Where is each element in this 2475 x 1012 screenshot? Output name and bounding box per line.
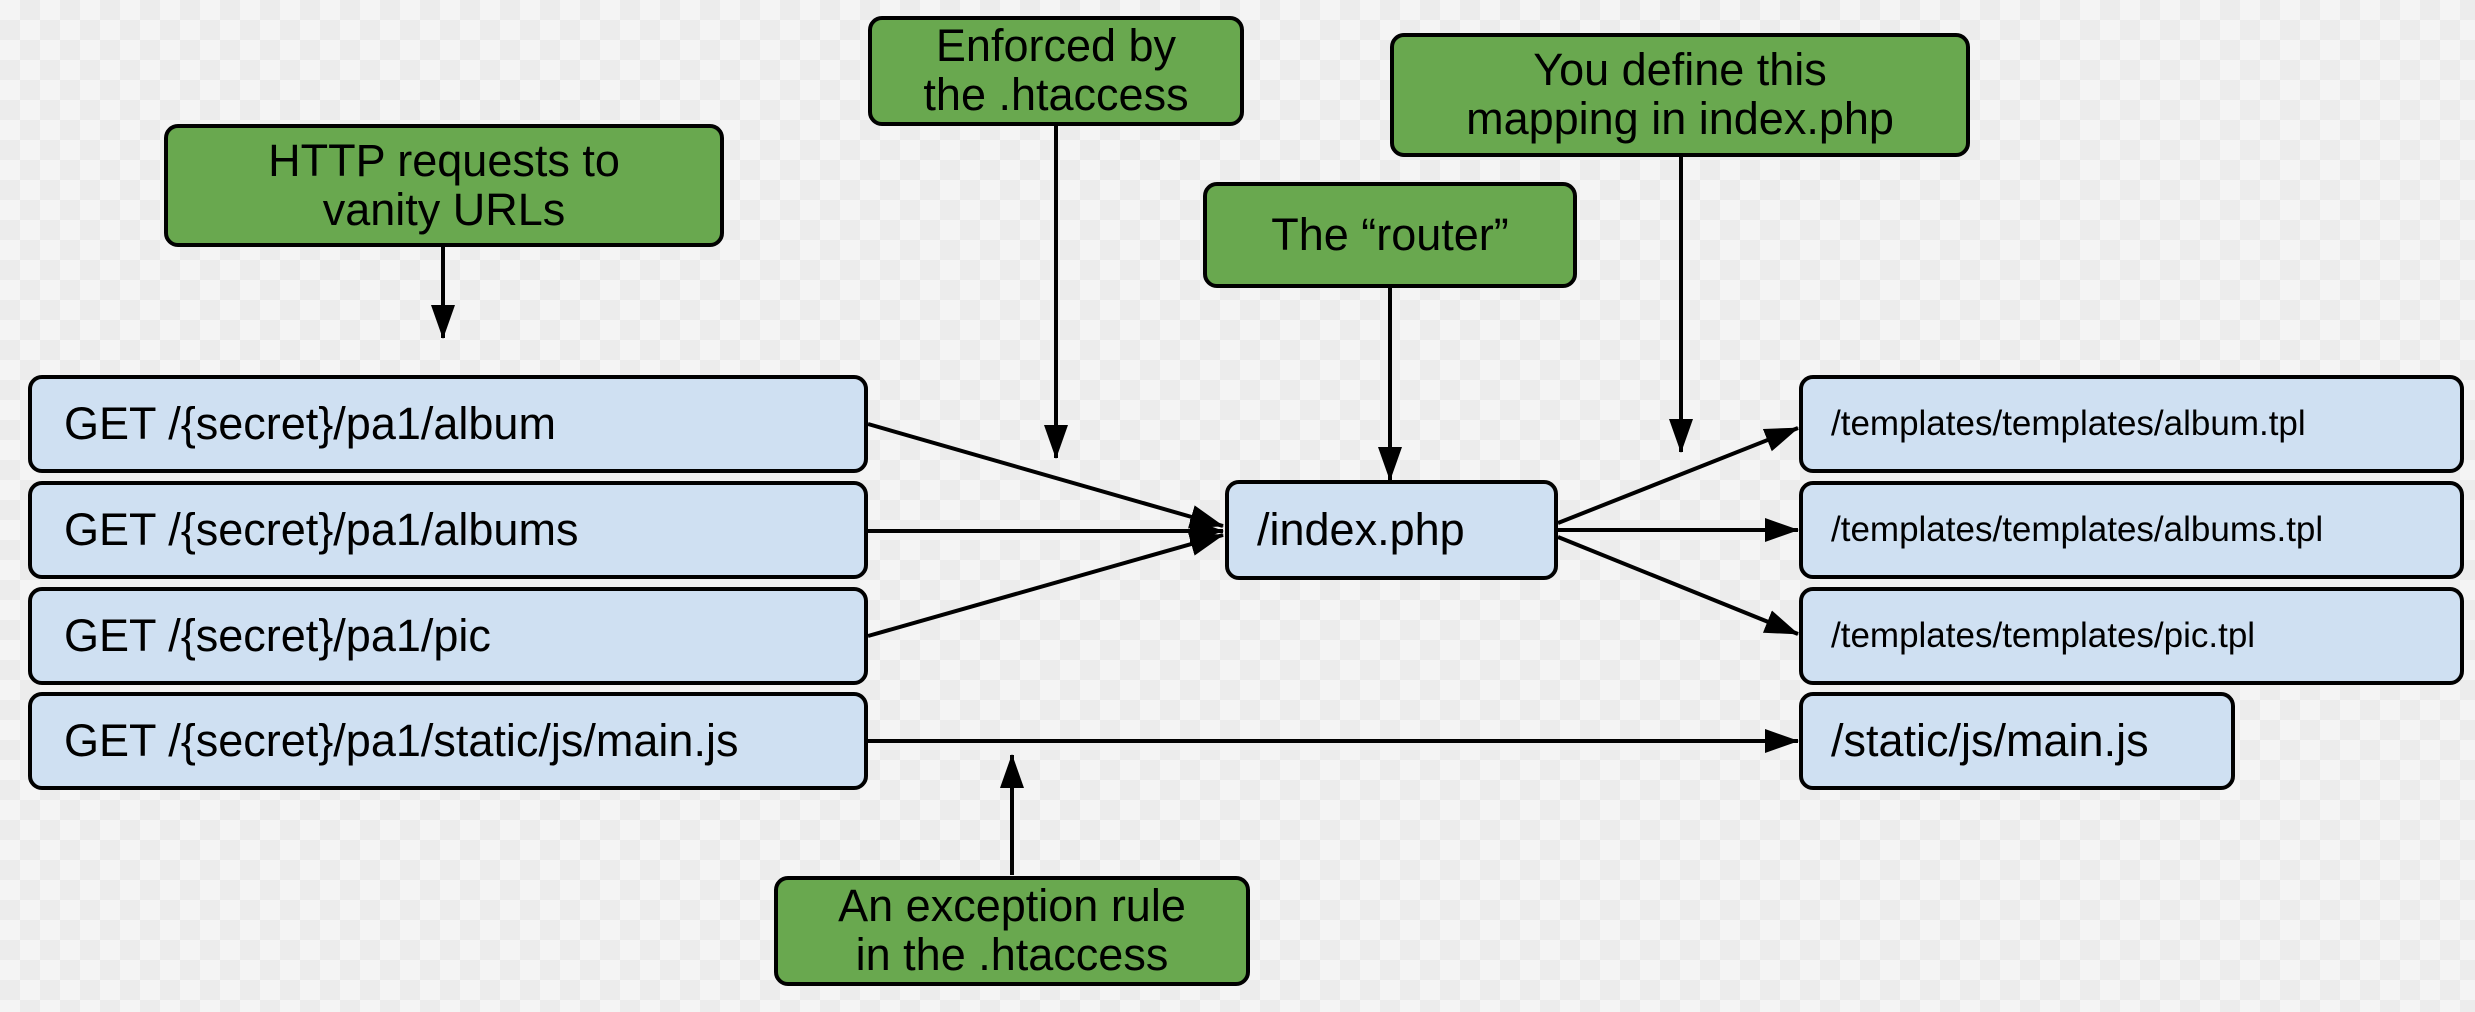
- request-label: GET /{secret}/pa1/static/js/main.js: [64, 715, 739, 766]
- request-main-js: GET /{secret}/pa1/static/js/main.js: [28, 692, 868, 790]
- target-main-js: /static/js/main.js: [1799, 692, 2235, 790]
- note-mapping: You define this mapping in index.php: [1390, 33, 1970, 157]
- target-albums-tpl: /templates/templates/albums.tpl: [1799, 481, 2464, 579]
- note-line: The “router”: [1271, 208, 1509, 260]
- note-line: You define this: [1533, 44, 1827, 96]
- note-line: HTTP requests to: [268, 134, 620, 186]
- router-label: /index.php: [1257, 504, 1465, 555]
- request-pic: GET /{secret}/pa1/pic: [28, 587, 868, 685]
- note-line: mapping in index.php: [1466, 93, 1894, 144]
- arrow-index-to-pic-tpl: [1557, 535, 1799, 636]
- note-http-requests: HTTP requests to vanity URLs: [164, 124, 724, 247]
- router-index-php: /index.php: [1225, 480, 1558, 580]
- request-albums: GET /{secret}/pa1/albums: [28, 481, 868, 579]
- request-album: GET /{secret}/pa1/album: [28, 375, 868, 473]
- target-album-tpl: /templates/templates/album.tpl: [1799, 375, 2464, 473]
- request-label: GET /{secret}/pa1/album: [64, 398, 556, 449]
- request-label: GET /{secret}/pa1/pic: [64, 610, 491, 661]
- note-exception-rule: An exception rule in the .htaccess: [774, 876, 1250, 986]
- note-router: The “router”: [1203, 182, 1577, 288]
- target-label: /templates/templates/albums.tpl: [1831, 510, 2324, 549]
- note-line: Enforced by: [935, 20, 1177, 72]
- target-label: /templates/templates/album.tpl: [1831, 404, 2306, 443]
- arrow-album-to-index: [867, 422, 1224, 529]
- note-line: the .htaccess: [923, 69, 1189, 120]
- target-pic-tpl: /templates/templates/pic.tpl: [1799, 587, 2464, 685]
- arrow-pic-to-index: [867, 532, 1224, 638]
- note-line: vanity URLs: [322, 183, 566, 235]
- note-line: An exception rule: [838, 880, 1186, 932]
- arrow-index-to-album-tpl: [1557, 426, 1799, 525]
- request-label: GET /{secret}/pa1/albums: [64, 504, 579, 555]
- target-label: /templates/templates/pic.tpl: [1831, 616, 2256, 655]
- note-line: in the .htaccess: [855, 929, 1169, 980]
- note-enforced-htaccess: Enforced by the .htaccess: [868, 16, 1244, 126]
- target-label: /static/js/main.js: [1831, 715, 2149, 766]
